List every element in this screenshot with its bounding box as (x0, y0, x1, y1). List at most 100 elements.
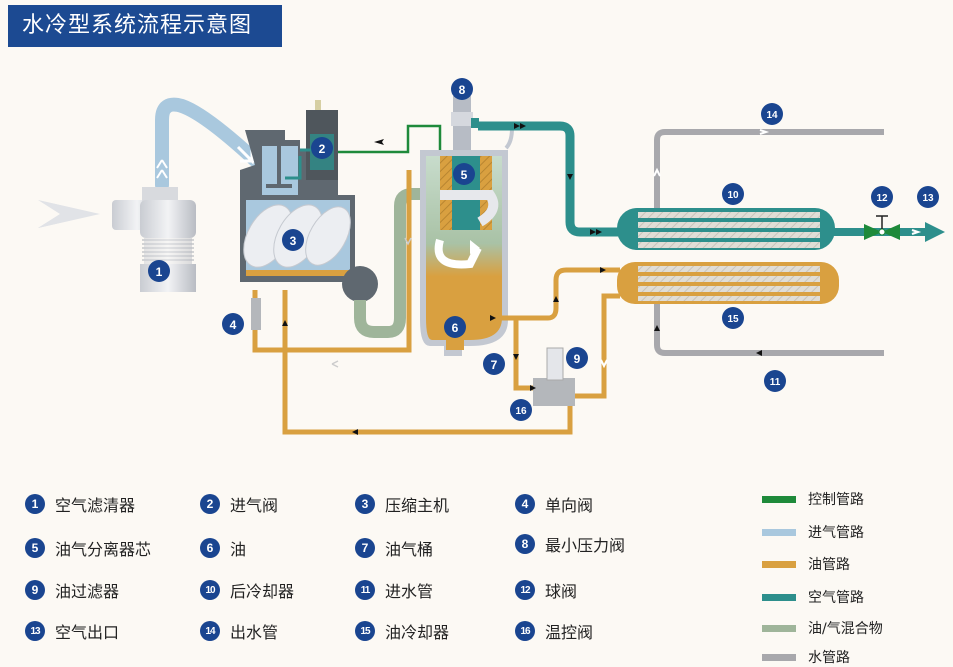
badge-11: 11 (764, 370, 786, 392)
legend-label: 进水管 (385, 582, 434, 601)
swatch (762, 560, 796, 568)
pipe-legend-label: 进气管路 (808, 525, 864, 541)
badge-9: 9 (566, 347, 588, 369)
page-title: 水冷型系统流程示意图 (8, 5, 282, 47)
after-cooler (617, 208, 835, 250)
badge-6: 6 (444, 316, 466, 338)
legend-label: 油气桶 (385, 540, 434, 559)
legend-item: 2 进气阀 (200, 492, 278, 516)
ball-valve (864, 215, 900, 240)
svg-text:9: 9 (574, 352, 581, 366)
legend-label: 空气滤清器 (55, 496, 136, 515)
legend-item: 3 压缩主机 (355, 492, 449, 516)
compressor-component (240, 100, 378, 302)
badge-7: 7 (483, 353, 505, 375)
badge-3: 3 (282, 229, 304, 251)
badge: 15 (355, 621, 375, 641)
badge: 6 (200, 538, 220, 558)
legend-item: 9 油过滤器 (25, 578, 119, 602)
pipe-legend-label: 油/气混合物 (808, 621, 883, 637)
pipe-legend-water: 水管路 (762, 647, 850, 667)
badge: 13 (25, 621, 45, 641)
swatch (762, 528, 796, 536)
control-line (338, 124, 442, 155)
pipe-legend-mixture: 油/气混合物 (762, 618, 883, 638)
legend-item: 12 球阀 (515, 578, 577, 602)
legend-label: 出水管 (230, 623, 279, 642)
badge-15: 15 (722, 307, 744, 329)
swatch (762, 593, 796, 601)
svg-text:3: 3 (290, 234, 297, 248)
pipe-legend-label: 空气管路 (808, 590, 864, 606)
svg-text:12: 12 (876, 193, 888, 204)
badge: 8 (515, 534, 535, 554)
pipe-legend-label: 控制管路 (808, 492, 864, 508)
badge: 7 (355, 538, 375, 558)
water-pipes (654, 129, 884, 356)
legend-item: 13 空气出口 (25, 619, 119, 643)
legend-label: 油过滤器 (55, 582, 120, 601)
badge-1: 1 (148, 260, 170, 282)
badge: 11 (355, 580, 375, 600)
legend-label: 后冷却器 (230, 582, 295, 601)
badge-10: 10 (722, 183, 744, 205)
oil-air-mixture-pipe (354, 188, 455, 338)
flow-diagram: 1 2 3 4 5 6 7 8 9 10 11 12 13 14 15 16 (38, 78, 945, 435)
badge: 14 (200, 621, 220, 641)
legend-item: 15 油冷却器 (355, 619, 449, 643)
badge: 5 (25, 538, 45, 558)
badge-16: 16 (510, 399, 532, 421)
separator-tank (420, 150, 508, 356)
badge: 10 (200, 580, 220, 600)
badge-14: 14 (761, 103, 783, 125)
badge: 4 (515, 494, 535, 514)
legend-item: 14 出水管 (200, 619, 278, 643)
badge-4: 4 (222, 313, 244, 335)
legend-label: 空气出口 (55, 623, 120, 642)
pipe-legend-intake: 进气管路 (762, 522, 864, 542)
legend-item: 10 后冷却器 (200, 578, 294, 602)
svg-text:1: 1 (156, 265, 163, 279)
badge: 12 (515, 580, 535, 600)
svg-text:4: 4 (230, 318, 237, 332)
legend-label: 油冷却器 (385, 623, 450, 642)
diagram-badges: 1 2 3 4 5 6 7 8 9 10 11 12 13 14 15 16 (148, 78, 939, 421)
swatch (762, 495, 796, 503)
legend-item: 5 油气分离器芯 (25, 536, 151, 560)
svg-text:8: 8 (459, 83, 466, 97)
swatch (762, 624, 796, 632)
badge-2: 2 (311, 137, 333, 159)
badge-13: 13 (917, 186, 939, 208)
pipe-legend-label: 油管路 (808, 557, 850, 573)
badge: 2 (200, 494, 220, 514)
badge: 3 (355, 494, 375, 514)
svg-text:14: 14 (766, 110, 778, 121)
legend-label: 单向阀 (545, 496, 594, 515)
badge-8: 8 (451, 78, 473, 100)
badge: 9 (25, 580, 45, 600)
legend-item: 7 油气桶 (355, 536, 433, 560)
legend-label: 压缩主机 (385, 496, 450, 515)
pipe-legend-label: 水管路 (808, 650, 850, 666)
legend-label: 油气分离器芯 (55, 540, 152, 559)
badge-5: 5 (453, 163, 475, 185)
svg-text:13: 13 (922, 193, 934, 204)
min-pressure-valve (451, 96, 479, 150)
pipe-legend-oil: 油管路 (762, 554, 850, 574)
svg-text:6: 6 (452, 321, 459, 335)
pipe-legend-air: 空气管路 (762, 587, 864, 607)
legend-item: 11 进水管 (355, 578, 433, 602)
svg-text:7: 7 (491, 358, 498, 372)
pipe-legend-control: 控制管路 (762, 489, 864, 509)
legend-label: 球阀 (545, 582, 578, 601)
svg-text:10: 10 (727, 190, 739, 201)
badge-12: 12 (871, 186, 893, 208)
legend-label: 进气阀 (230, 496, 279, 515)
svg-text:11: 11 (770, 377, 781, 388)
legend-item: 4 单向阀 (515, 492, 593, 516)
svg-text:15: 15 (727, 314, 739, 325)
svg-text:16: 16 (515, 406, 527, 417)
